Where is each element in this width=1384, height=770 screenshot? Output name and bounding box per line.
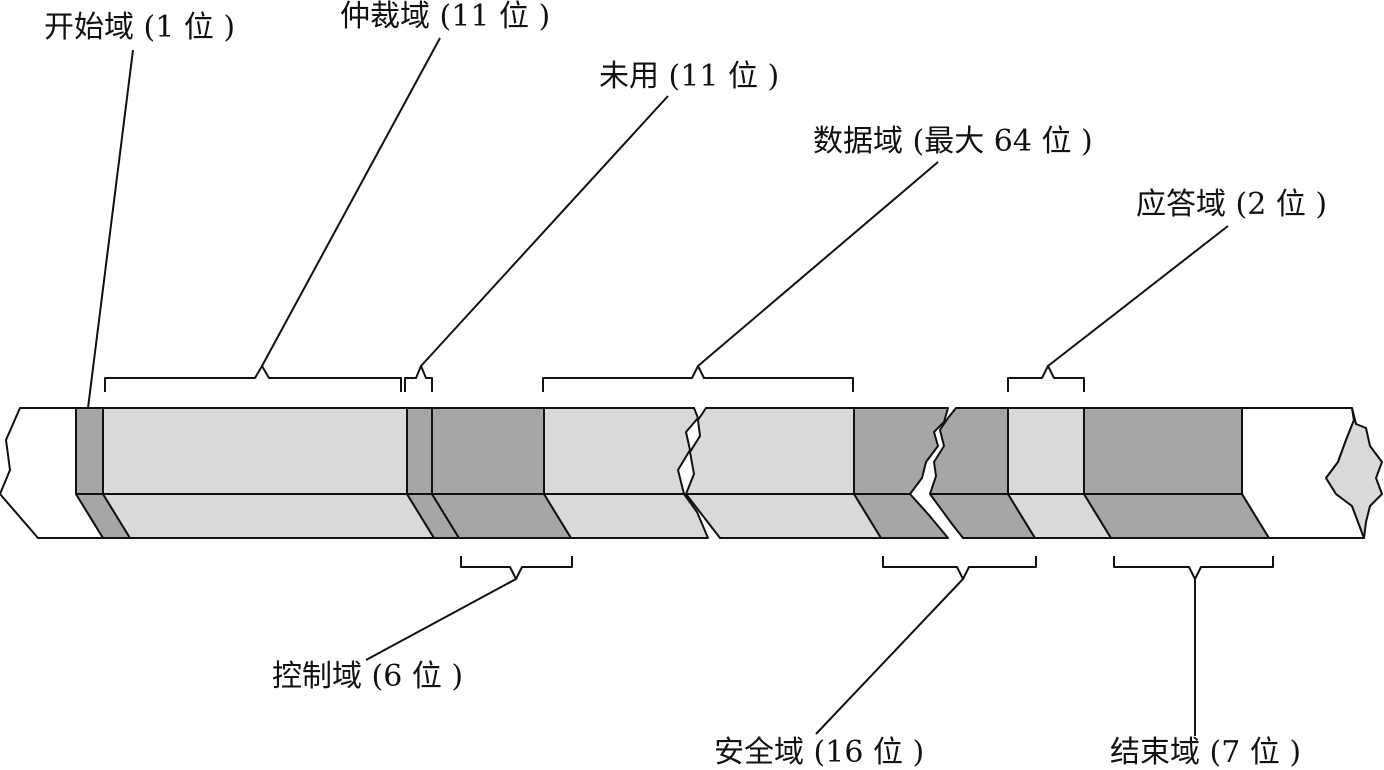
- leader-data: [697, 161, 939, 367]
- brace-ack: [1007, 365, 1085, 392]
- field-arbitration-side: [102, 493, 435, 539]
- bar-segment-2: [685, 407, 949, 539]
- field-control-face: [431, 407, 545, 495]
- bar-torn-end: [1325, 407, 1383, 539]
- field-end-side: [1083, 493, 1270, 539]
- field-arbitration-face: [102, 407, 408, 495]
- field-data-part2-face: [685, 407, 855, 495]
- leader-control: [365, 578, 517, 661]
- label-data-field: 数据域 (最大 64 位 ): [813, 124, 1093, 159]
- field-data-part2-side: [685, 493, 882, 539]
- field-safety-part2-side: [929, 493, 1036, 539]
- bar-segment-1: [0, 407, 709, 539]
- label-arbitration-field: 仲裁域 (11 位 ): [340, 0, 551, 34]
- field-data-part1-face: [543, 407, 699, 495]
- label-start-field: 开始域 (1 位 ): [44, 10, 236, 45]
- brace-control: [460, 556, 573, 580]
- label-end-field: 结束域 (7 位 ): [1110, 735, 1302, 770]
- field-ack-face: [1007, 407, 1085, 495]
- bar-segment-3: [929, 407, 1383, 539]
- leader-safety: [815, 578, 964, 735]
- field-unused-face: [406, 407, 433, 495]
- brace-unused: [404, 365, 433, 392]
- label-unused-field: 未用 (11 位 ): [599, 59, 780, 94]
- brace-data: [542, 365, 854, 392]
- label-control-field: 控制域 (6 位 ): [272, 659, 464, 694]
- leader-unused: [420, 95, 669, 367]
- brace-end: [1113, 556, 1274, 580]
- leader-ack: [1047, 225, 1229, 367]
- field-start-face: [75, 407, 104, 495]
- field-end-face: [1083, 407, 1243, 495]
- leader-arbitration: [261, 37, 441, 367]
- field-data-part1-side: [543, 493, 709, 539]
- label-safety-field: 安全域 (16 位 ): [714, 735, 925, 770]
- leader-start: [87, 49, 134, 409]
- label-ack-field: 应答域 (2 位 ): [1136, 187, 1328, 222]
- field-safety-part1-side: [853, 493, 949, 539]
- brace-arbitration: [104, 365, 402, 392]
- brace-safety: [882, 556, 1037, 580]
